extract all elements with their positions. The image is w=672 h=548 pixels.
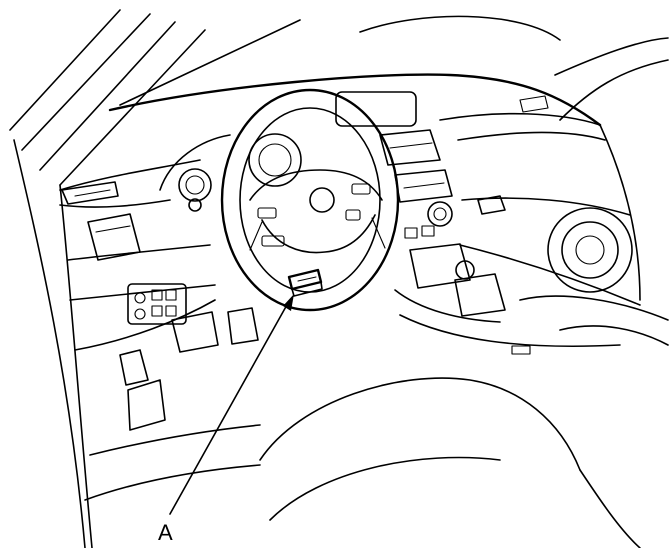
right-dash (439, 95, 641, 306)
callout-a-leader (169, 294, 294, 515)
driver-seat (259, 325, 669, 548)
floor-sill (84, 424, 261, 501)
dashboard-top (59, 73, 641, 301)
instrument-cluster (159, 133, 302, 212)
steering-wheel (220, 88, 400, 312)
a-pillar (9, 9, 301, 548)
pedals (119, 307, 259, 431)
windshield-edge (359, 15, 669, 121)
left-vent (61, 181, 119, 205)
switch-panel (127, 283, 187, 325)
center-stack (335, 91, 475, 289)
callout-label-a: A (158, 520, 173, 545)
center-console (394, 273, 669, 355)
left-dash-panel (59, 199, 216, 351)
door-speaker (547, 207, 633, 293)
data-link-connector (287, 268, 323, 297)
